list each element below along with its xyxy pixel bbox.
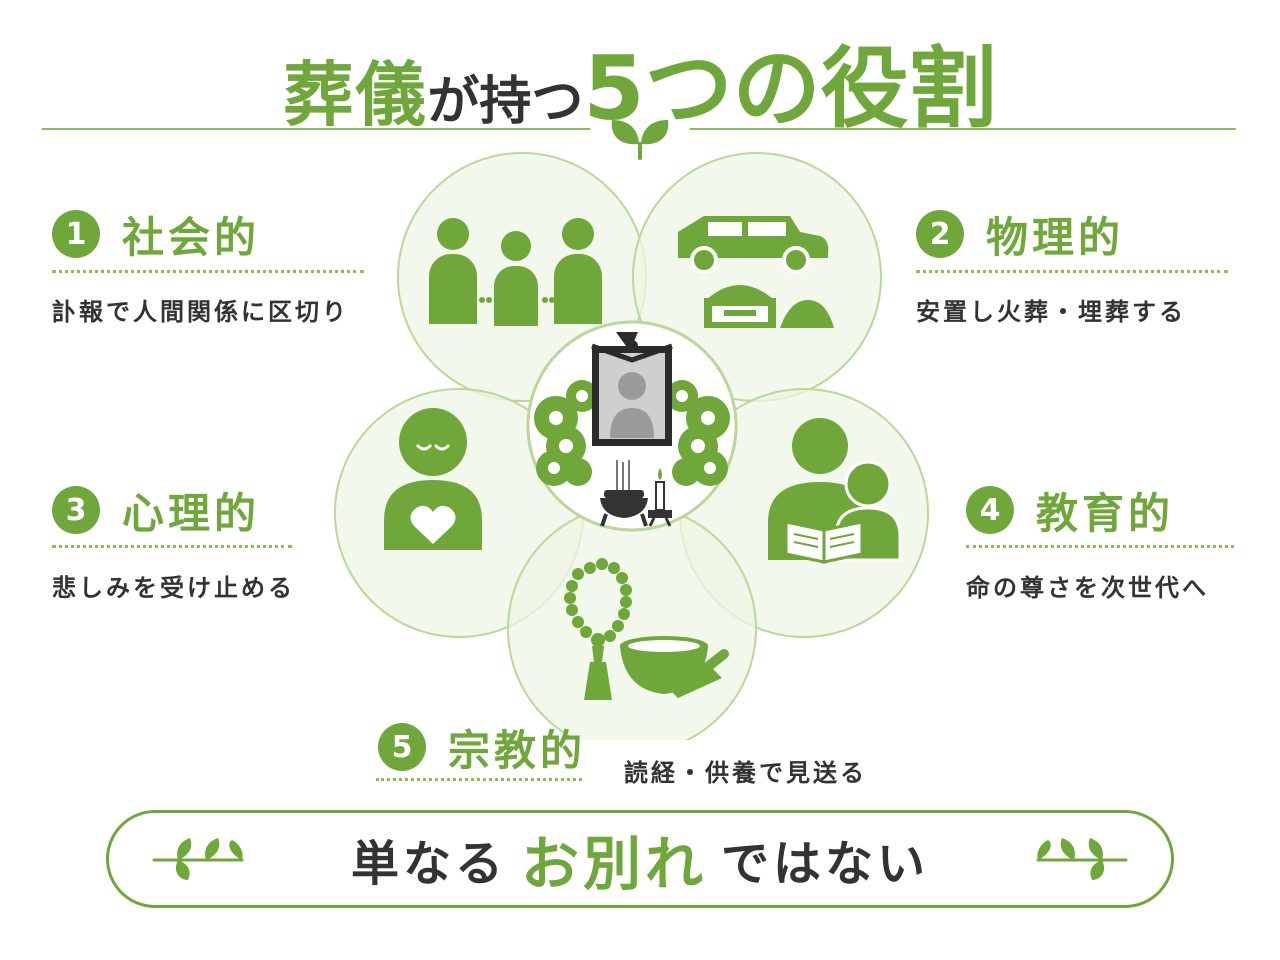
role-religious-heading: 5 宗教的: [378, 717, 586, 777]
leaf-icon: [611, 120, 669, 160]
role-description: 読経・供養で見送る: [624, 759, 867, 787]
role-description: 安置し火葬・埋葬する: [916, 298, 1186, 326]
role-physical-heading: 2 物理的: [916, 204, 1124, 264]
portrait-altar-icon: [534, 332, 730, 527]
banner-part-mere: 単なる: [350, 836, 507, 892]
role-description: 訃報で人間関係に区切り: [52, 298, 349, 326]
dotted-divider: [52, 270, 364, 273]
prayer-beads-icon: [564, 558, 632, 700]
calm-heart-person-icon: [384, 408, 482, 550]
dotted-divider: [52, 545, 292, 548]
role-number-badge: 3: [52, 486, 100, 534]
leaf-icon: [1036, 838, 1128, 880]
dotted-divider: [966, 545, 1234, 548]
role-number-badge: 1: [52, 210, 100, 258]
role-number-badge: 2: [916, 210, 964, 258]
hearse-icon: [678, 216, 829, 274]
title-rule-right: [690, 128, 1236, 130]
role-label: 社会的: [122, 212, 261, 262]
five-roles-flower-diagram: [334, 152, 929, 740]
role-educational-heading: 4 教育的: [966, 480, 1174, 540]
parent-child-reading-icon: [768, 418, 902, 564]
page-title: 葬儀が持つ5つの役割: [0, 18, 1280, 140]
role-label: 宗教的: [448, 725, 587, 775]
role-label: 物理的: [986, 212, 1125, 262]
title-part-five-roles: 5つの役割: [583, 37, 997, 140]
dotted-divider: [376, 778, 582, 781]
people-icon: [429, 218, 602, 326]
role-number-badge: 4: [966, 486, 1014, 534]
summary-banner-text: 単なる お別れ ではない: [106, 810, 1174, 908]
singing-bowl-icon: [620, 636, 729, 698]
role-psychological-heading: 3 心理的: [52, 480, 260, 540]
summary-banner: [106, 810, 1174, 908]
banner-part-not: ではない: [721, 836, 930, 892]
dotted-divider: [916, 270, 1228, 273]
title-part-has: が持つ: [427, 72, 584, 132]
leaf-icon: [152, 838, 244, 880]
role-label: 心理的: [122, 488, 261, 538]
role-description: 命の尊さを次世代へ: [966, 574, 1209, 602]
title-part-funeral: 葬儀: [283, 54, 428, 136]
banner-part-farewell: お別れ: [520, 830, 707, 898]
role-label: 教育的: [1036, 488, 1175, 538]
circle-religious: [507, 504, 757, 740]
role-description: 悲しみを受け止める: [52, 574, 295, 602]
title-rule-left: [42, 128, 590, 130]
role-social-heading: 1 社会的: [52, 204, 260, 264]
grave-icon: [704, 285, 834, 328]
role-number-badge: 5: [378, 723, 426, 771]
